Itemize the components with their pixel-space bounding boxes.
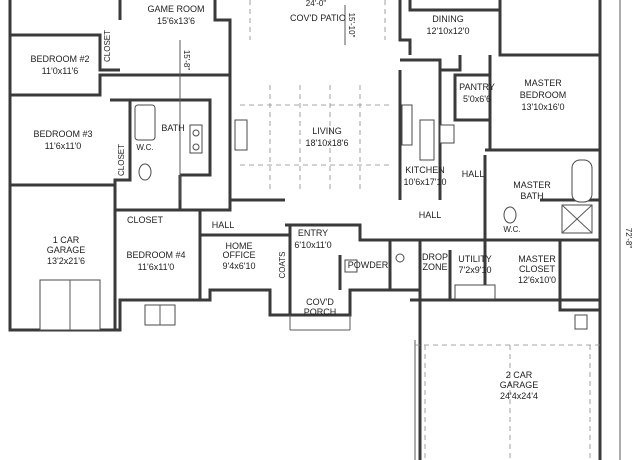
room-dining-name: DINING (432, 14, 464, 24)
room-drop-zone-name-2: ZONE (422, 262, 447, 272)
room-patio-name: COV'D PATIO (290, 13, 346, 23)
room-dining-size: 12'10x12'0 (427, 26, 470, 36)
room-garage-2-name-1: 2 CAR (506, 370, 533, 380)
room-office-name-1: HOME (226, 241, 253, 251)
room-kitchen-size: 10'6x17'10 (404, 177, 447, 187)
room-game-room-size: 15'6x13'6 (157, 16, 195, 26)
room-bedroom-2-size: 11'0x11'6 (42, 66, 79, 76)
room-bedroom-3-name: BEDROOM #3 (33, 129, 92, 139)
room-office-name-2: OFFICE (223, 250, 256, 260)
bath-label: BATH (161, 123, 184, 133)
closet-bed2-label: CLOSET (103, 30, 112, 62)
powder-label: POWDER (348, 260, 389, 270)
room-master-bedroom-name-1: MASTER (524, 78, 562, 88)
room-master-bath-name-1: MASTER (513, 180, 551, 190)
room-master-closet-name-2: CLOSET (519, 264, 556, 274)
room-entry-name: ENTRY (298, 228, 328, 238)
room-garage-2-size: 24'4x24'4 (500, 391, 538, 401)
room-utility-name: UTILITY (458, 254, 492, 264)
room-garage-1-name-1: 1 CAR (53, 235, 80, 245)
coats-label: COATS (278, 252, 287, 279)
room-garage-1-size: 13'2x21'6 (47, 256, 85, 266)
room-master-closet-name-1: MASTER (518, 254, 556, 264)
room-drop-zone-name-1: DROP (422, 252, 448, 262)
room-entry-size: 6'10x11'0 (294, 240, 331, 250)
dimension-lines (179, 0, 621, 460)
closet-bed3-label: CLOSET (117, 144, 126, 176)
room-game-room-name: GAME ROOM (147, 4, 204, 14)
overall-depth-right-dim: 72'-8" (624, 228, 633, 249)
patio-width-dim: 24'-0" (306, 0, 327, 8)
wc-master-label: W.C. (503, 225, 520, 234)
room-labels: GAME ROOM 15'6x13'6 24'-0" COV'D PATIO D… (30, 0, 566, 401)
room-bedroom-2-name: BEDROOM #2 (30, 54, 89, 64)
patio-depth-dim: 15'-10" (347, 13, 356, 38)
room-utility-size: 7'2x9'10 (459, 265, 492, 275)
room-master-closet-size: 12'6x10'0 (518, 275, 556, 285)
wc-bath-label: W.C. (136, 143, 153, 152)
fixtures (39, 104, 593, 460)
room-master-bedroom-name-2: BEDROOM (520, 90, 567, 100)
overall-depth-upper-dim: 15'-8" (182, 50, 191, 71)
room-master-bedroom-size: 13'10x16'0 (522, 102, 565, 112)
room-pantry-size: 5'0x6'6 (463, 94, 491, 104)
hall-kitchen-label: HALL (462, 169, 485, 179)
room-bedroom-4-name: BEDROOM #4 (126, 250, 185, 260)
room-kitchen-name: KITCHEN (405, 165, 445, 175)
room-office-size: 9'4x6'10 (223, 261, 256, 271)
walls (8, 0, 602, 460)
hall-lower-label: HALL (419, 210, 442, 220)
room-bedroom-3-size: 11'6x11'0 (45, 141, 82, 151)
beam-lines (240, 0, 600, 460)
room-garage-2-name-2: GARAGE (500, 380, 539, 390)
room-living-name: LIVING (312, 126, 342, 136)
room-master-bath-name-2: BATH (520, 191, 543, 201)
room-pantry-name: PANTRY (459, 82, 495, 92)
room-bedroom-4-size: 11'6x11'0 (138, 262, 175, 272)
room-living-size: 18'10x18'6 (306, 138, 349, 148)
room-porch-name-1: COV'D (306, 297, 334, 307)
hall-upper-label: HALL (212, 220, 235, 230)
room-garage-1-name-2: GARAGE (47, 245, 86, 255)
closet-bed4-label: CLOSET (127, 215, 164, 225)
secondary-labels: CLOSET BATH W.C. CLOSET CLOSET HALL HALL… (103, 13, 633, 279)
room-porch-name-2: PORCH (304, 307, 337, 317)
